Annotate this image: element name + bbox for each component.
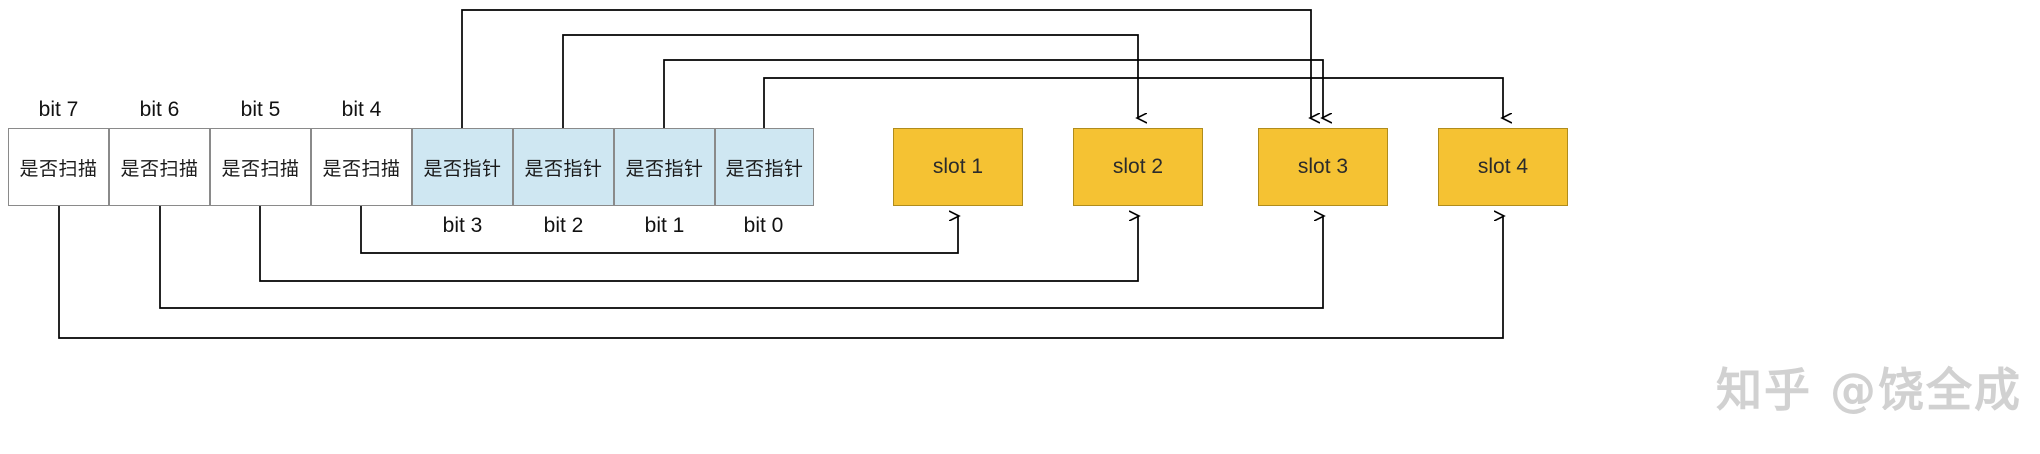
slot-label: slot 3 bbox=[1297, 155, 1349, 178]
slot-box-1[interactable]: slot 1 bbox=[893, 128, 1023, 206]
wire-bit6-to-slot3 bbox=[159, 206, 1323, 309]
bit-label-bit-5: bit 5 bbox=[240, 98, 281, 121]
slot-label: slot 2 bbox=[1112, 155, 1164, 178]
wire-bit2-to-slot2 bbox=[562, 34, 1138, 128]
wire-bit4-to-slot1 bbox=[360, 206, 958, 254]
byte-cell-text: 是否指针 bbox=[625, 157, 704, 180]
slot-box-3[interactable]: slot 3 bbox=[1258, 128, 1388, 206]
byte-cell-text: 是否扫描 bbox=[19, 157, 98, 180]
slot-box-2[interactable]: slot 2 bbox=[1073, 128, 1203, 206]
bit-label-bit-3: bit 3 bbox=[442, 214, 483, 237]
bit-label-bit-4: bit 4 bbox=[341, 98, 382, 121]
byte-cell-bit-2[interactable]: 是否指针 bbox=[513, 128, 614, 206]
byte-cell-text: 是否指针 bbox=[423, 157, 502, 180]
byte-cell-text: 是否指针 bbox=[725, 157, 804, 180]
byte-cell-bit-0[interactable]: 是否指针 bbox=[715, 128, 814, 206]
byte-cell-text: 是否扫描 bbox=[221, 157, 300, 180]
byte-cell-text: 是否扫描 bbox=[322, 157, 401, 180]
bit-label-bit-2: bit 2 bbox=[543, 214, 584, 237]
wire-bit7-to-slot4 bbox=[58, 206, 1503, 339]
byte-cell-bit-4[interactable]: 是否扫描 bbox=[311, 128, 412, 206]
byte-cell-bit-7[interactable]: 是否扫描 bbox=[8, 128, 109, 206]
slot-box-4[interactable]: slot 4 bbox=[1438, 128, 1568, 206]
wire-bit3-to-slot1 bbox=[461, 9, 1311, 128]
slot-label: slot 4 bbox=[1477, 155, 1529, 178]
slot-label: slot 1 bbox=[932, 155, 984, 178]
byte-cell-text: 是否扫描 bbox=[120, 157, 199, 180]
bit-label-bit-6: bit 6 bbox=[139, 98, 180, 121]
byte-cell-text: 是否指针 bbox=[524, 157, 603, 180]
byte-cell-bit-1[interactable]: 是否指针 bbox=[614, 128, 715, 206]
wire-bit5-to-slot2 bbox=[259, 206, 1138, 282]
byte-cell-bit-6[interactable]: 是否扫描 bbox=[109, 128, 210, 206]
byte-cell-bit-3[interactable]: 是否指针 bbox=[412, 128, 513, 206]
bit-label-bit-0: bit 0 bbox=[743, 214, 784, 237]
wire-bit0-to-slot4 bbox=[763, 77, 1503, 128]
wire-bit1-to-slot3 bbox=[663, 59, 1323, 128]
bit-label-bit-7: bit 7 bbox=[38, 98, 79, 121]
zhihu-watermark: 知乎 @饶全成 bbox=[1715, 363, 2022, 417]
bit-label-bit-1: bit 1 bbox=[644, 214, 685, 237]
byte-cell-bit-5[interactable]: 是否扫描 bbox=[210, 128, 311, 206]
